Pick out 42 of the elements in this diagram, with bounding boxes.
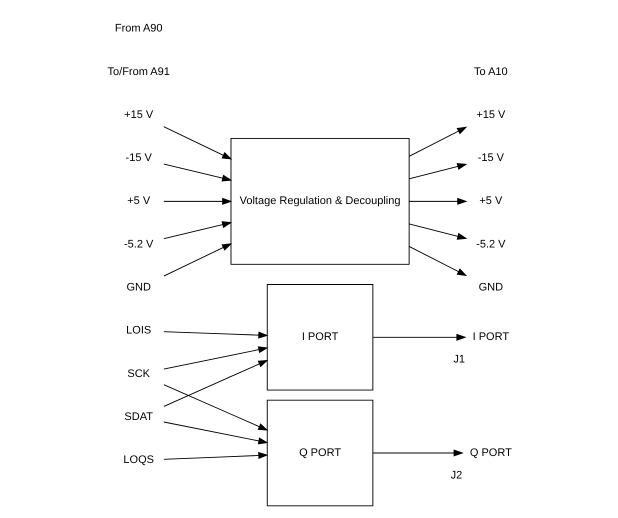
node-text: -5.2 V [124, 238, 153, 250]
arrow [162, 221, 232, 240]
arrow [162, 164, 232, 182]
node-text: +5 V [478, 195, 502, 208]
node-text: GND [478, 282, 503, 294]
arrow [162, 452, 268, 460]
arrow [408, 246, 467, 276]
node-text: -15 V [477, 152, 504, 164]
node-box: Voltage Regulation & Decoupling [230, 138, 410, 265]
node-text: -15 V [125, 152, 152, 164]
arrow [372, 334, 466, 341]
label: From A90 [114, 22, 162, 35]
node-box: I PORT [266, 284, 373, 391]
arrow [408, 198, 467, 205]
arrow [162, 346, 268, 370]
node-text: +15 V [124, 108, 153, 121]
node-text: LOIS [126, 324, 151, 337]
arrow [162, 360, 268, 407]
label: To/From A91 [107, 66, 170, 78]
node-text: +15 V [476, 108, 505, 121]
node-label: J2 [450, 469, 462, 482]
node-text: I PORT [472, 331, 509, 344]
arrow [408, 163, 467, 180]
arrow [162, 384, 268, 431]
node-text: Q PORT [469, 446, 512, 459]
arrow [162, 331, 268, 339]
arrow [408, 223, 467, 240]
node-text: SCK [126, 368, 150, 380]
node-text: GND [126, 282, 150, 294]
node-label: J1 [452, 354, 464, 366]
arrow [162, 243, 232, 276]
arrow [372, 449, 464, 457]
node-box: Q PORT [266, 400, 373, 506]
arrow [162, 126, 232, 160]
node-text: -5.2 V [476, 238, 506, 250]
label: To A10 [474, 66, 508, 78]
node-text: +5 V [126, 195, 150, 208]
arrow [162, 422, 268, 444]
node-text: SDAT [124, 411, 152, 424]
arrow [408, 126, 467, 157]
node-text: LOQS [122, 454, 154, 466]
arrow [162, 198, 232, 205]
